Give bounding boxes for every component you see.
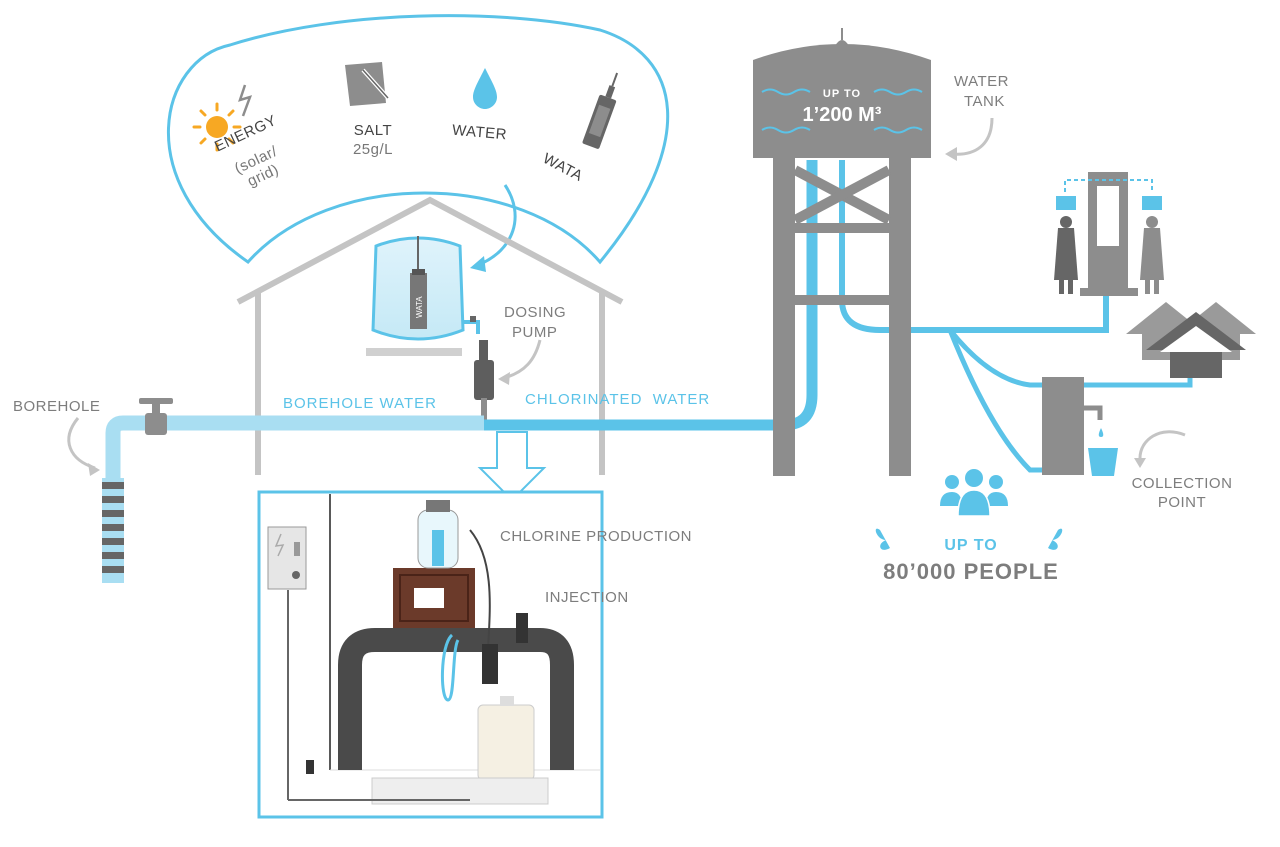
chlorinated-pipe — [484, 160, 1193, 473]
butterfly-left-icon — [875, 528, 890, 550]
salt-sub-label: 25g/L — [352, 141, 394, 158]
lightning-icon — [238, 84, 253, 117]
borehole-water-label: BOREHOLE WATER — [283, 395, 438, 412]
injection-label: INJECTION — [545, 589, 629, 606]
inputs-bubble — [166, 14, 670, 272]
butterfly-right-icon — [1048, 528, 1063, 550]
wata-device-icon — [582, 72, 619, 149]
borehole-well — [67, 417, 124, 583]
salt-label: SALT — [353, 122, 393, 139]
tank-capacity-label: UP TO 1’200 M³ — [802, 88, 882, 126]
wata-tank-label: WATA — [415, 296, 424, 318]
down-arrow — [477, 431, 547, 502]
salt-bag-icon — [345, 62, 390, 106]
water-tank-label: WATER TANK — [954, 73, 1009, 110]
people-count-label: UP TO 80’000 PEOPLE — [883, 537, 1059, 584]
people-group-icon — [940, 469, 1008, 517]
water-tower-icon — [753, 28, 994, 476]
borehole-pipe — [105, 415, 484, 478]
chlorine-production-box — [257, 490, 604, 819]
chlorine-production-label: CHLORINE PRODUCTION — [500, 528, 693, 545]
sun-icon — [192, 102, 242, 152]
borehole-valve — [139, 398, 173, 435]
public-fountain — [1054, 172, 1164, 296]
chlorine-tank: WATA — [366, 236, 480, 356]
dosing-pump-label: DOSING PUMP — [504, 304, 567, 341]
tap-icon — [1098, 428, 1104, 437]
borehole-label: BOREHOLE — [13, 398, 101, 415]
house-outline — [236, 196, 624, 475]
house-icon — [1126, 302, 1256, 378]
chlorinated-water-label: CHLORINATED WATER — [525, 391, 711, 408]
dosing-pump — [474, 339, 542, 422]
collection-point-label: COLLECTION POINT — [1131, 475, 1233, 511]
water-drop-icon — [473, 68, 497, 109]
collection-point — [1042, 377, 1186, 476]
